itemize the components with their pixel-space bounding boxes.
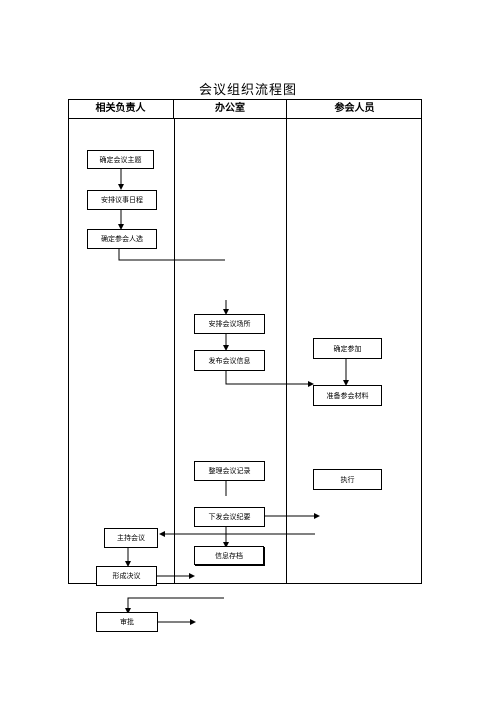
swimlane-frame bbox=[68, 99, 422, 584]
node-organize-minutes: 整理会议记录 bbox=[194, 461, 265, 481]
column-header-responsible: 相关负责人 bbox=[95, 103, 146, 114]
header-separator bbox=[68, 118, 422, 119]
node-issue-summary: 下发会议纪要 bbox=[194, 507, 265, 527]
node-host-meeting: 主持会议 bbox=[104, 528, 158, 548]
column-separator-2 bbox=[286, 99, 287, 584]
column-header-attendees: 参会人员 bbox=[334, 103, 375, 114]
column-header-office: 办公室 bbox=[215, 103, 245, 114]
node-confirm-attend: 确定参加 bbox=[313, 338, 382, 359]
line-attendees-to-office bbox=[118, 249, 225, 261]
node-publish-info: 发布会议信息 bbox=[194, 350, 265, 371]
node-confirm-topic: 确定会议主题 bbox=[87, 150, 154, 169]
node-form-resolution: 形成决议 bbox=[96, 566, 157, 586]
arrow-office-to-approve bbox=[125, 597, 224, 614]
column-separator-1 bbox=[173, 99, 174, 119]
node-arrange-agenda: 安排议事日程 bbox=[87, 190, 157, 210]
column-separator-1-body bbox=[174, 119, 175, 584]
node-arrange-venue: 安排会议场所 bbox=[194, 314, 265, 334]
arrow-publish-to-materials bbox=[225, 371, 314, 387]
node-confirm-attendees: 确定参会人选 bbox=[87, 229, 157, 249]
node-execute: 执行 bbox=[313, 469, 382, 490]
node-approve: 审批 bbox=[96, 612, 158, 632]
node-archive: 信息存档 bbox=[194, 546, 264, 565]
node-prepare-materials: 准备参会材料 bbox=[313, 385, 382, 406]
diagram-title: 会议组织流程图 bbox=[198, 83, 297, 98]
